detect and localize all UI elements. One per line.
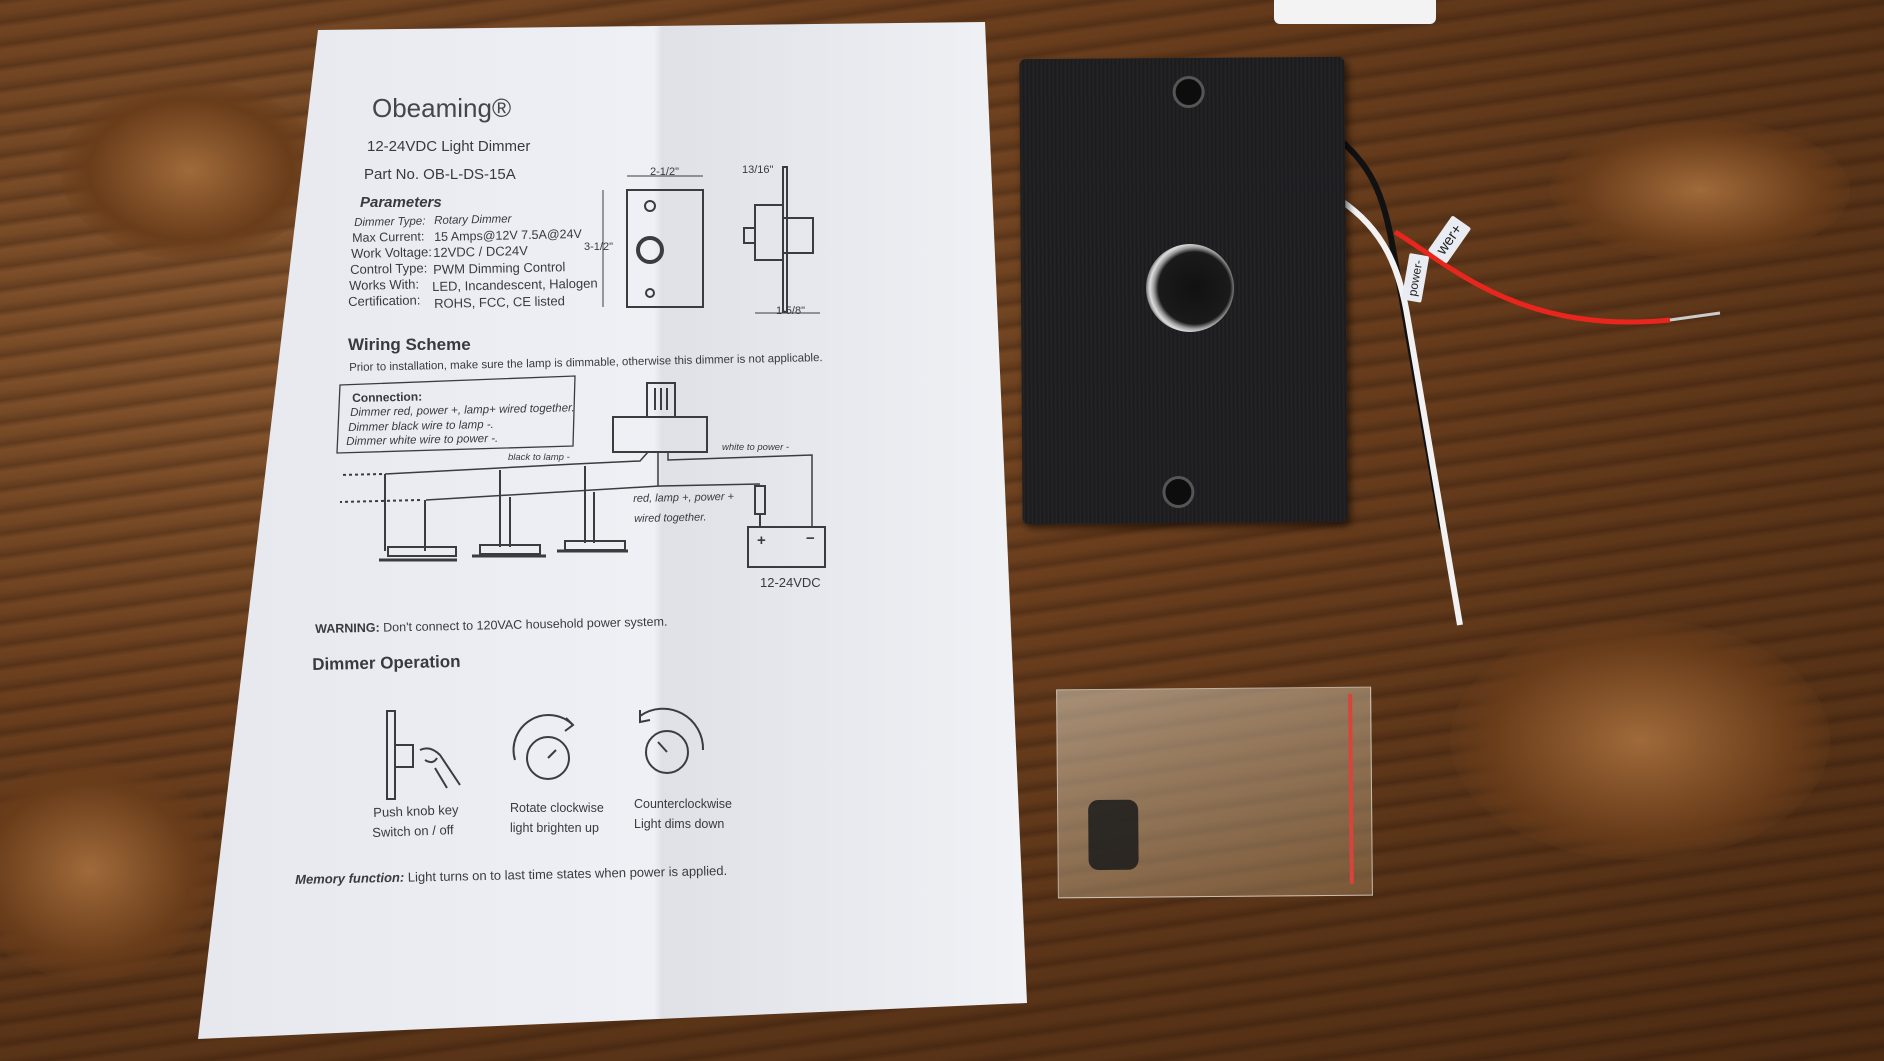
- screw-icon: [1172, 75, 1205, 109]
- part-number: Part No. OB-L-DS-15A: [364, 166, 516, 183]
- battery-symbol: [747, 526, 826, 568]
- operation-caption: Light dims down: [634, 817, 725, 831]
- zip-seal: [1348, 693, 1354, 884]
- lamp-symbol: [479, 544, 541, 555]
- push-knob-icon: [386, 710, 461, 800]
- white-box-edge: [1274, 0, 1436, 24]
- black-wire: [1338, 137, 1445, 530]
- dimension-depth-top: 13/16": [742, 164, 774, 176]
- black-wire-line: [384, 451, 649, 475]
- white-wire-line: [667, 452, 813, 527]
- battery-plus: +: [757, 532, 766, 549]
- supply-voltage: 12-24VDC: [760, 575, 821, 590]
- operation-caption: light brighten up: [510, 821, 599, 835]
- wood-grain: [1450, 620, 1830, 860]
- connection-box: [336, 375, 576, 454]
- screw-icon: [1162, 475, 1195, 509]
- operation-caption: Rotate clockwise: [510, 801, 604, 815]
- rotate-counterclockwise-icon: [639, 707, 705, 774]
- white-wire: [1338, 197, 1463, 626]
- brand-name: Obeaming®: [372, 93, 512, 123]
- operation-caption: Counterclockwise: [634, 797, 732, 811]
- dimension-height: 3-1/2": [584, 241, 613, 253]
- screw-bag: [1056, 686, 1373, 899]
- wiring-heading: Wiring Scheme: [348, 335, 471, 354]
- black-wire-label: black to lamp -: [508, 452, 570, 463]
- screws-icon: [1088, 799, 1139, 871]
- lamp-symbol: [387, 546, 457, 557]
- dimension-depth-bottom: 1-5/8": [776, 305, 805, 317]
- wood-grain: [60, 80, 320, 260]
- wood-grain: [0, 760, 220, 980]
- dimmer-knob[interactable]: [1146, 244, 1234, 332]
- dimension-width: 2-1/2": [650, 166, 679, 178]
- rotate-clockwise-icon: [512, 714, 575, 780]
- red-wire: [1393, 229, 1671, 325]
- red-wire-line: [425, 483, 761, 501]
- wood-grain: [1550, 120, 1850, 260]
- front-view-drawing: [626, 189, 704, 308]
- battery-minus: −: [806, 530, 815, 547]
- white-wire-label: white to power -: [722, 442, 790, 453]
- product-name: 12-24VDC Light Dimmer: [367, 138, 531, 155]
- parameters-heading: Parameters: [360, 194, 442, 211]
